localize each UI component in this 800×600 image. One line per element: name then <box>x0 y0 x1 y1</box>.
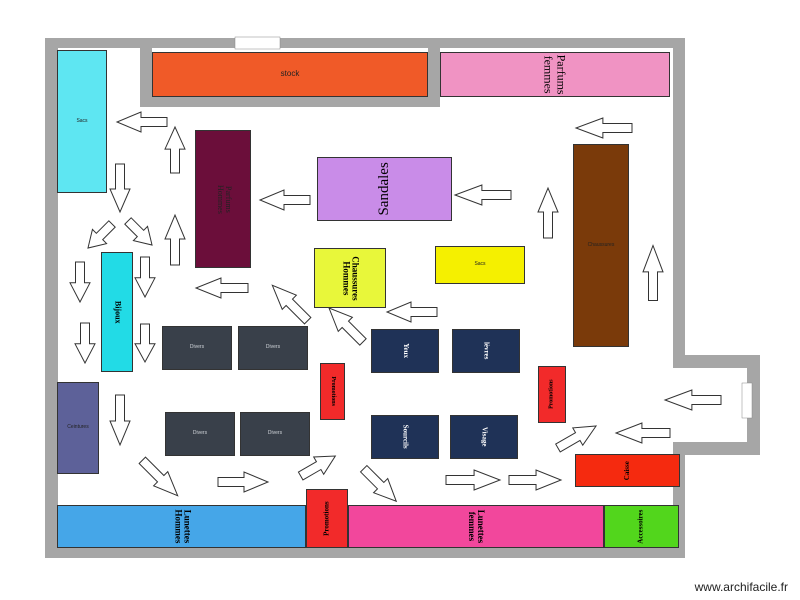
flow-arrow-icon <box>115 111 168 133</box>
zone-sourcils: Sourcils <box>371 415 439 459</box>
flow-arrow-icon <box>297 455 337 481</box>
flow-arrow-icon <box>138 456 179 497</box>
flow-arrow-icon <box>537 186 559 239</box>
flow-arrow-icon <box>359 464 398 503</box>
flow-arrow-icon <box>271 284 312 325</box>
flow-arrow-icon <box>87 220 116 249</box>
zone-chaussures: Chaussures <box>573 144 629 347</box>
flow-arrow-icon <box>217 471 270 493</box>
flow-arrow-icon <box>663 389 722 411</box>
flow-arrow-icon <box>134 256 156 299</box>
flow-arrow-icon <box>574 117 633 139</box>
zone-parfums-femmes: Parfums femmes <box>440 52 670 97</box>
flow-arrow-icon <box>164 125 186 174</box>
flow-arrow-icon <box>453 184 512 206</box>
zone-sacs-left-label: Sacs <box>76 117 88 124</box>
zone-sandales: Sandales <box>317 157 452 221</box>
credit-text: www.archifacile.fr <box>694 580 788 594</box>
zone-parfums-hommes: Parfums Hommes <box>195 130 251 268</box>
flow-arrow-icon <box>555 425 598 453</box>
zone-table-2: Divers <box>238 326 308 370</box>
flow-arrow-icon <box>508 469 563 491</box>
flow-arrow-icon <box>258 189 311 211</box>
flow-arrow-icon <box>74 322 96 365</box>
zone-table-1: Divers <box>162 326 232 370</box>
flow-arrow-icon <box>194 277 249 299</box>
flow-arrow-icon <box>134 323 156 364</box>
zone-yeux: Yeux <box>371 329 439 373</box>
zone-accessoires: Accessoires <box>604 505 679 548</box>
zone-table-4: Divers <box>240 412 310 456</box>
zone-ceintures-label: Ceintures <box>67 424 89 431</box>
zone-levres: lèvres <box>452 329 520 373</box>
stock-wall-left <box>140 48 152 106</box>
zone-table-2-label: Divers <box>265 344 281 351</box>
zone-chaussures-hommes: Chaussures Hommes <box>314 248 386 308</box>
zone-stock-label: stock <box>280 69 300 79</box>
zone-stock: stock <box>152 52 428 97</box>
flow-arrow-icon <box>109 394 131 447</box>
zone-visage: Visage <box>450 415 518 459</box>
zone-promo-2: Promotions <box>538 366 566 423</box>
zone-table-1-label: Divers <box>189 344 205 351</box>
zone-promo-1: Promotions <box>320 363 345 420</box>
flow-arrow-icon <box>328 307 367 346</box>
door-top <box>234 36 281 50</box>
zone-table-4-label: Divers <box>267 430 283 437</box>
zone-lunettes-hommes: Lunettes Hommes <box>57 505 306 548</box>
flow-arrow-icon <box>385 301 438 323</box>
zone-table-3-label: Divers <box>192 430 208 437</box>
stock-wall-bottom <box>140 97 440 107</box>
door-right <box>741 382 753 419</box>
flow-arrow-icon <box>124 217 153 246</box>
zone-sacs-yellow-label: Sacs <box>474 261 486 268</box>
flow-arrow-icon <box>445 469 502 491</box>
zone-caisse: Caisse <box>575 454 680 487</box>
zone-sacs-left: Sacs <box>57 50 107 193</box>
zone-lunettes-femmes: Lunettes femmes <box>348 505 604 548</box>
flow-arrow-icon <box>614 422 671 444</box>
zone-ceintures: Ceintures <box>57 382 99 474</box>
flow-arrow-icon <box>69 261 91 304</box>
flow-arrow-icon <box>164 213 186 266</box>
flow-arrow-icon <box>109 163 131 214</box>
zone-chaussures-label: Chaussures <box>587 241 615 248</box>
zone-promo-3: Promotions <box>306 489 348 548</box>
zone-table-3: Divers <box>165 412 235 456</box>
zone-bijoux: Bijoux <box>101 252 133 372</box>
zone-sacs-yellow: Sacs <box>435 246 525 284</box>
stock-wall-right <box>428 48 440 106</box>
flow-arrow-icon <box>642 244 664 301</box>
